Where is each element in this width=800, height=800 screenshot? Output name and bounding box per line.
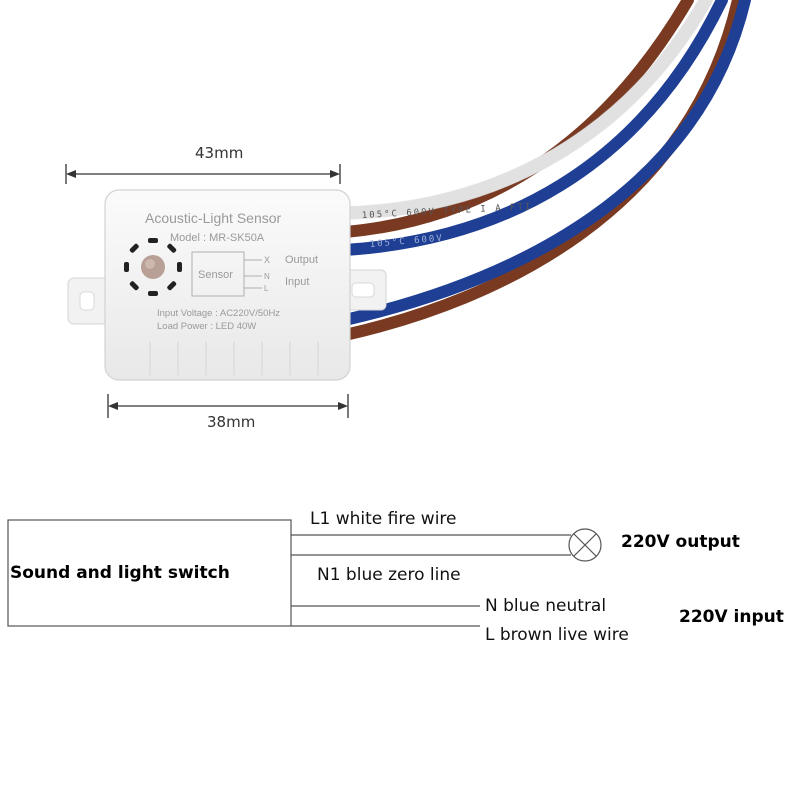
dimension-bottom	[107, 394, 349, 418]
output-terminal-label: Output	[285, 254, 318, 266]
sensor-label: Sensor	[198, 269, 233, 281]
left-tab-hole	[79, 291, 95, 311]
terminal-l: L	[264, 284, 269, 293]
output-label: 220V output	[621, 532, 740, 552]
device-body	[104, 189, 351, 381]
wire-white	[338, 0, 713, 220]
device-model: Model : MR-SK50A	[170, 232, 265, 244]
input-terminal-label: Input	[285, 276, 309, 288]
dimension-top	[65, 164, 341, 184]
wire-blue-low	[339, 0, 751, 326]
wire-bundle: 105°C 600V TYPE I A FTI 105°C 600V	[338, 0, 751, 341]
sensor-port	[124, 238, 182, 296]
load-power-spec: Load Power : LED 40W	[157, 321, 256, 332]
wire-white-outline	[338, 0, 713, 220]
lamp-icon	[568, 528, 602, 562]
n-label: N blue neutral	[485, 596, 606, 616]
device-vents	[149, 342, 319, 376]
right-tab-hole	[351, 282, 375, 298]
wire-blue-mid	[339, 0, 728, 256]
terminal-x: X	[264, 255, 270, 265]
switch-box	[7, 519, 292, 627]
input-voltage-spec: Input Voltage : AC220V/50Hz	[157, 308, 280, 319]
terminal-lines	[244, 259, 262, 289]
sensor-schematic-box	[191, 251, 245, 297]
width-top-label: 43mm	[195, 144, 243, 162]
switch-label: Sound and light switch	[10, 563, 230, 583]
n1-label: N1 blue zero line	[317, 565, 461, 585]
device-title: Acoustic-Light Sensor	[145, 210, 282, 226]
terminal-n: N	[264, 272, 270, 281]
sensor-device: Acoustic-Light Sensor Model : MR-SK50A S…	[67, 189, 387, 381]
width-bottom-label: 38mm	[207, 413, 255, 431]
input-label: 220V input	[679, 607, 784, 627]
wiring-diagram	[7, 519, 602, 627]
l-label: L brown live wire	[485, 625, 629, 645]
l1-label: L1 white fire wire	[310, 509, 457, 529]
